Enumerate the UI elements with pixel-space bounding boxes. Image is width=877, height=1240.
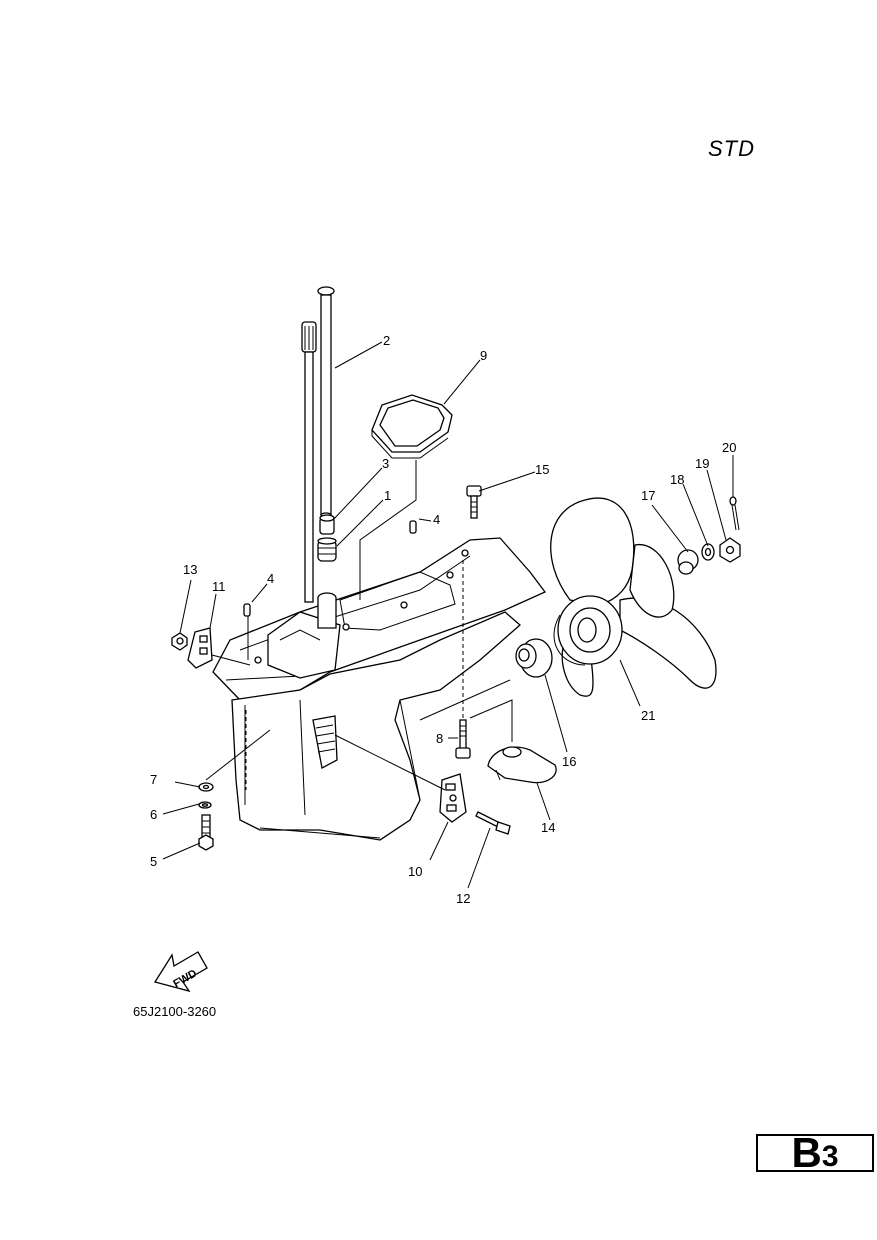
callout-4-right: 4 [433, 512, 440, 527]
shift-rod [317, 286, 335, 518]
anode-11 [187, 627, 213, 669]
drive-shaft [301, 321, 317, 603]
bolt-5 [198, 814, 214, 851]
callout-20: 20 [722, 440, 736, 455]
callout-7: 7 [150, 772, 157, 787]
callout-9: 9 [480, 348, 487, 363]
callout-11: 11 [212, 579, 226, 594]
dowel-pin-left [243, 603, 251, 617]
lower-casing [212, 537, 547, 841]
callout-8: 8 [436, 731, 443, 746]
bolt-15 [466, 485, 482, 519]
callout-18: 18 [670, 472, 684, 487]
castle-nut-19 [719, 537, 741, 563]
callout-3: 3 [382, 456, 389, 471]
trim-tab-14 [487, 746, 557, 784]
washer-17 [677, 549, 699, 575]
diagram-part-number: 65J2100-3260 [133, 1004, 217, 1019]
section-number: 3 [821, 1140, 839, 1173]
callout-21: 21 [641, 708, 655, 723]
callout-15: 15 [535, 462, 549, 477]
section-letter: B [791, 1129, 822, 1176]
callout-6: 6 [150, 807, 157, 822]
gasket [371, 394, 453, 459]
callout-5: 5 [150, 854, 157, 869]
propeller-21 [550, 497, 717, 697]
washer-6 [198, 801, 212, 809]
callout-19: 19 [695, 456, 709, 471]
callout-13: 13 [183, 562, 197, 577]
section-badge: B 3 [756, 1129, 874, 1176]
thrust-spacer-16 [515, 638, 553, 678]
screw-12 [475, 811, 511, 835]
callout-17: 17 [641, 488, 655, 503]
anode-10 [439, 773, 467, 823]
leader-lines [162, 341, 734, 889]
callout-14: 14 [541, 820, 555, 835]
bushing [319, 514, 335, 535]
bolt-8 [455, 719, 471, 759]
callout-numbers: 2 9 3 1 4 4 15 17 18 19 20 13 11 21 16 8… [150, 333, 736, 906]
callout-4-left: 4 [267, 571, 274, 586]
callout-16: 16 [562, 754, 576, 769]
grommet [317, 537, 337, 562]
fwd-arrow-icon: FWD [153, 951, 208, 993]
cotter-pin-20 [729, 496, 740, 531]
callout-10: 10 [408, 864, 422, 879]
callout-2: 2 [383, 333, 390, 348]
callout-1: 1 [384, 488, 391, 503]
washer-7 [198, 782, 214, 792]
washer-18 [701, 543, 715, 561]
callout-12: 12 [456, 891, 470, 906]
variant-label: STD [708, 136, 755, 161]
dowel-pin-right [409, 520, 417, 534]
nut-13 [171, 632, 188, 651]
